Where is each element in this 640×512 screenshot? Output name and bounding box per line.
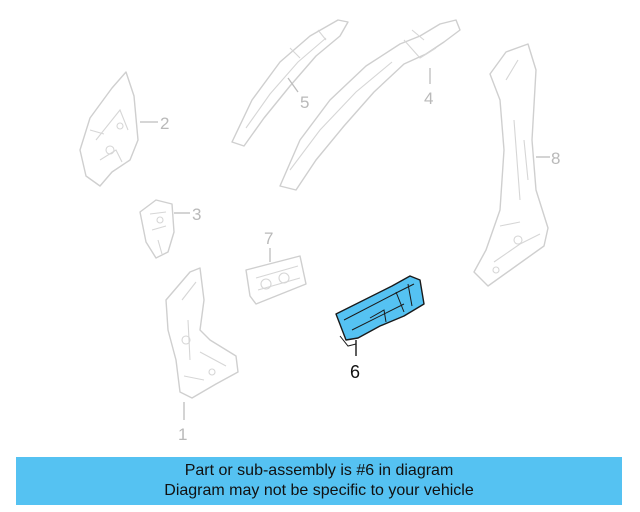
callout-1: 1 <box>178 425 187 444</box>
part-4 <box>279 19 461 191</box>
part-1 <box>165 267 239 399</box>
part-8 <box>473 43 549 287</box>
banner-line-1: Part or sub-assembly is #6 in diagram <box>184 462 454 479</box>
callout-7: 7 <box>264 229 273 248</box>
info-banner: Part or sub-assembly is #6 in diagram Di… <box>16 457 622 505</box>
part-3 <box>139 199 175 259</box>
banner-line-2: Diagram may not be specific to your vehi… <box>164 482 474 499</box>
callout-4: 4 <box>424 89 433 108</box>
parts-diagram: 2 3 5 4 8 7 1 <box>79 19 560 444</box>
callout-6[interactable]: 6 <box>350 362 360 382</box>
part-7 <box>245 255 307 305</box>
callout-2: 2 <box>160 114 169 133</box>
callout-8: 8 <box>551 149 560 168</box>
part-2 <box>79 71 139 187</box>
callout-3: 3 <box>192 205 201 224</box>
callout-5: 5 <box>300 93 309 112</box>
part-5 <box>231 19 349 147</box>
part-6-highlighted[interactable] <box>335 275 425 347</box>
